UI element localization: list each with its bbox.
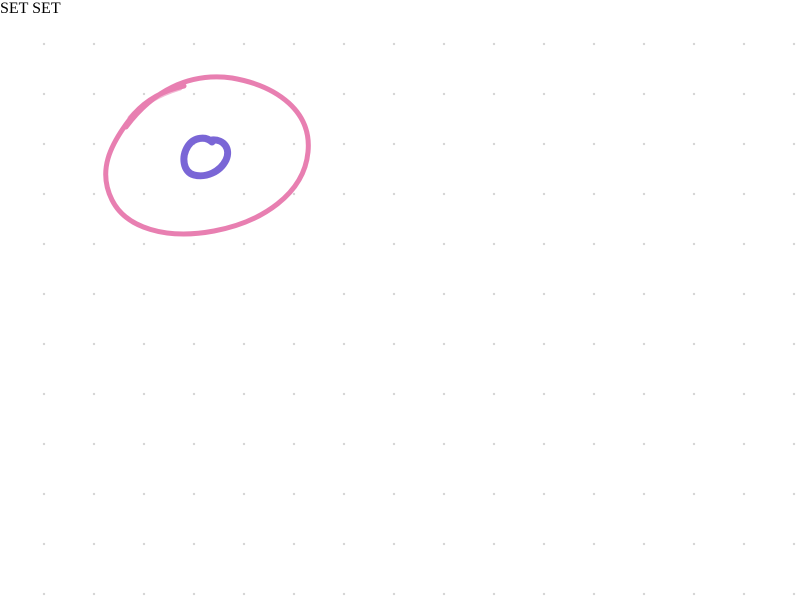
label-letter-s: SET (32, 0, 60, 17)
label-letter-e: SET (32, 0, 60, 17)
label-letter-t: SET (0, 0, 32, 17)
node-0-outline-stroke (127, 85, 183, 121)
label-letter-s: SET (0, 0, 32, 17)
edge-1-to-0-label: SET (32, 0, 60, 17)
edge-0-to-1-label-text: SET (0, 0, 29, 17)
edge-1-to-0-label-text: SET (32, 0, 61, 17)
node-0-label-glyph (180, 134, 232, 180)
label-letter-t: SET (32, 0, 60, 17)
edge-0-to-1-label: SET (0, 0, 32, 17)
state-node-0[interactable] (103, 74, 311, 237)
label-letter-e: SET (0, 0, 32, 17)
node-0-outline (103, 74, 311, 237)
